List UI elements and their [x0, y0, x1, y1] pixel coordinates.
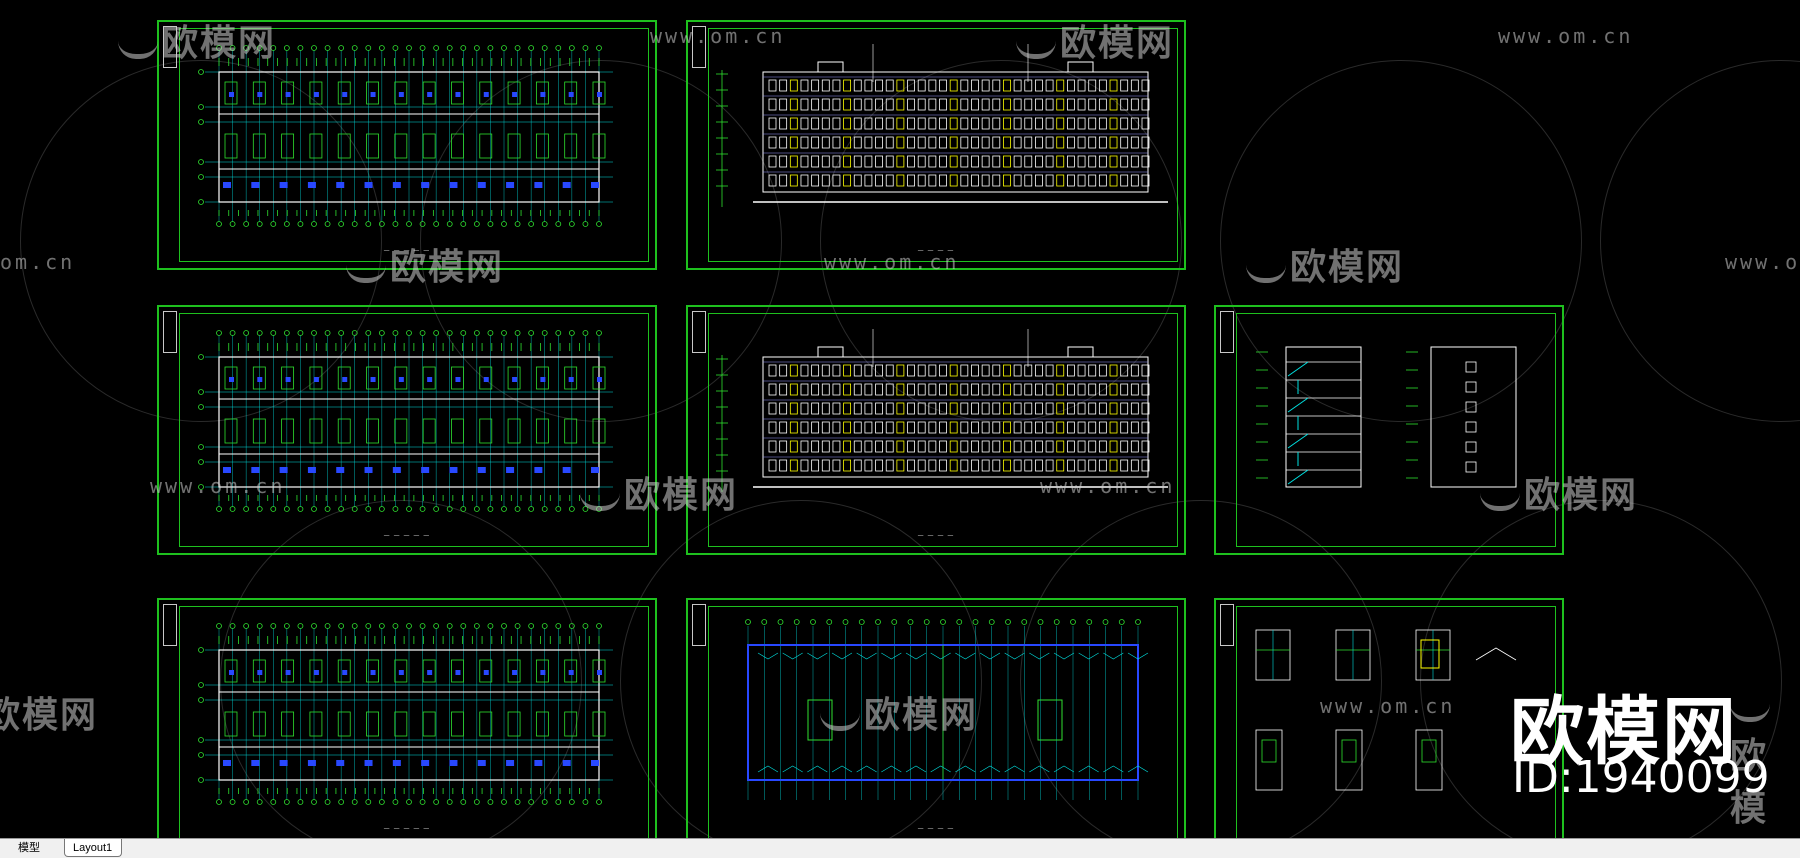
sheet-floor-plan-1[interactable]: — — — — — — [157, 20, 657, 270]
tab-model[interactable]: 模型 — [18, 842, 40, 854]
watermark-logo: 欧模网 — [346, 238, 504, 290]
drawing-canvas[interactable]: — — — — — — — — — — — — — — — — — — — — … — [0, 0, 1800, 838]
watermark-arc — [220, 500, 582, 838]
watermark-logo: 欧模网 — [820, 686, 978, 738]
tab-layout1[interactable]: Layout1 — [64, 839, 122, 857]
watermark-logo: 欧模网 — [1730, 686, 1800, 838]
cad-drawing — [716, 329, 1168, 492]
watermark-arc — [1600, 60, 1800, 422]
cad-drawing — [745, 619, 1149, 800]
sheet-section[interactable] — [1214, 305, 1564, 555]
watermark-logo: 欧模网 — [0, 695, 99, 736]
watermark-url: www.om.cn — [1725, 250, 1800, 274]
cad-drawing — [716, 44, 1168, 207]
brand-logo-text: 欧模网 — [1510, 689, 1738, 775]
watermark-arc — [420, 60, 782, 422]
sheet-caption: — — — — — [917, 825, 955, 832]
sheet-roof-plan[interactable]: — — — — — [686, 598, 1186, 838]
watermark-logo: 欧模网 — [1480, 466, 1638, 518]
watermark-arc — [1420, 500, 1782, 838]
cad-drawing — [198, 45, 613, 227]
sheet-caption: — — — — — — [383, 532, 431, 539]
sheet-elevation-1[interactable]: — — — — — [686, 20, 1186, 270]
watermark-logo: 欧模网 — [1246, 238, 1404, 290]
watermark-arc — [20, 60, 382, 422]
watermark-url: om.cn — [0, 250, 76, 274]
watermark-arc — [620, 500, 982, 838]
watermark-url: www.om.cn — [1320, 694, 1456, 718]
watermark-url: www.om.cn — [650, 24, 786, 48]
watermark-arc — [820, 60, 1182, 422]
cad-drawing — [198, 623, 613, 805]
sheet-caption: — — — — — [917, 247, 955, 254]
watermark-url: www.om.cn — [1040, 474, 1176, 498]
watermark-logo: 欧模网 — [118, 14, 276, 66]
sheet-caption: — — — — — — [383, 825, 431, 832]
watermark-url: www.om.cn — [824, 250, 960, 274]
sheet-elevation-2[interactable]: — — — — — [686, 305, 1186, 555]
cad-drawing — [198, 330, 613, 512]
sheet-details[interactable] — [1214, 598, 1564, 838]
cad-drawing — [1256, 346, 1517, 488]
sheet-floor-plan-3[interactable]: — — — — — — [157, 598, 657, 838]
sheet-floor-plan-2[interactable]: — — — — — — [157, 305, 657, 555]
watermark-arc — [1020, 500, 1382, 838]
layout-tab-bar: 模型 Layout1 — [0, 838, 1800, 858]
sheet-caption: — — — — — [917, 532, 955, 539]
sheet-caption: — — — — — — [383, 247, 431, 254]
watermark-logo: 欧模网 — [1016, 14, 1174, 66]
watermark-arc — [1220, 60, 1582, 422]
model-id-label: ID:1940099 — [1512, 752, 1770, 803]
watermark-url: www.om.cn — [150, 474, 286, 498]
watermark-logo: 欧模网 — [580, 466, 738, 518]
cad-drawing — [1255, 629, 1517, 791]
watermark-url: www.om.cn — [1498, 24, 1634, 48]
